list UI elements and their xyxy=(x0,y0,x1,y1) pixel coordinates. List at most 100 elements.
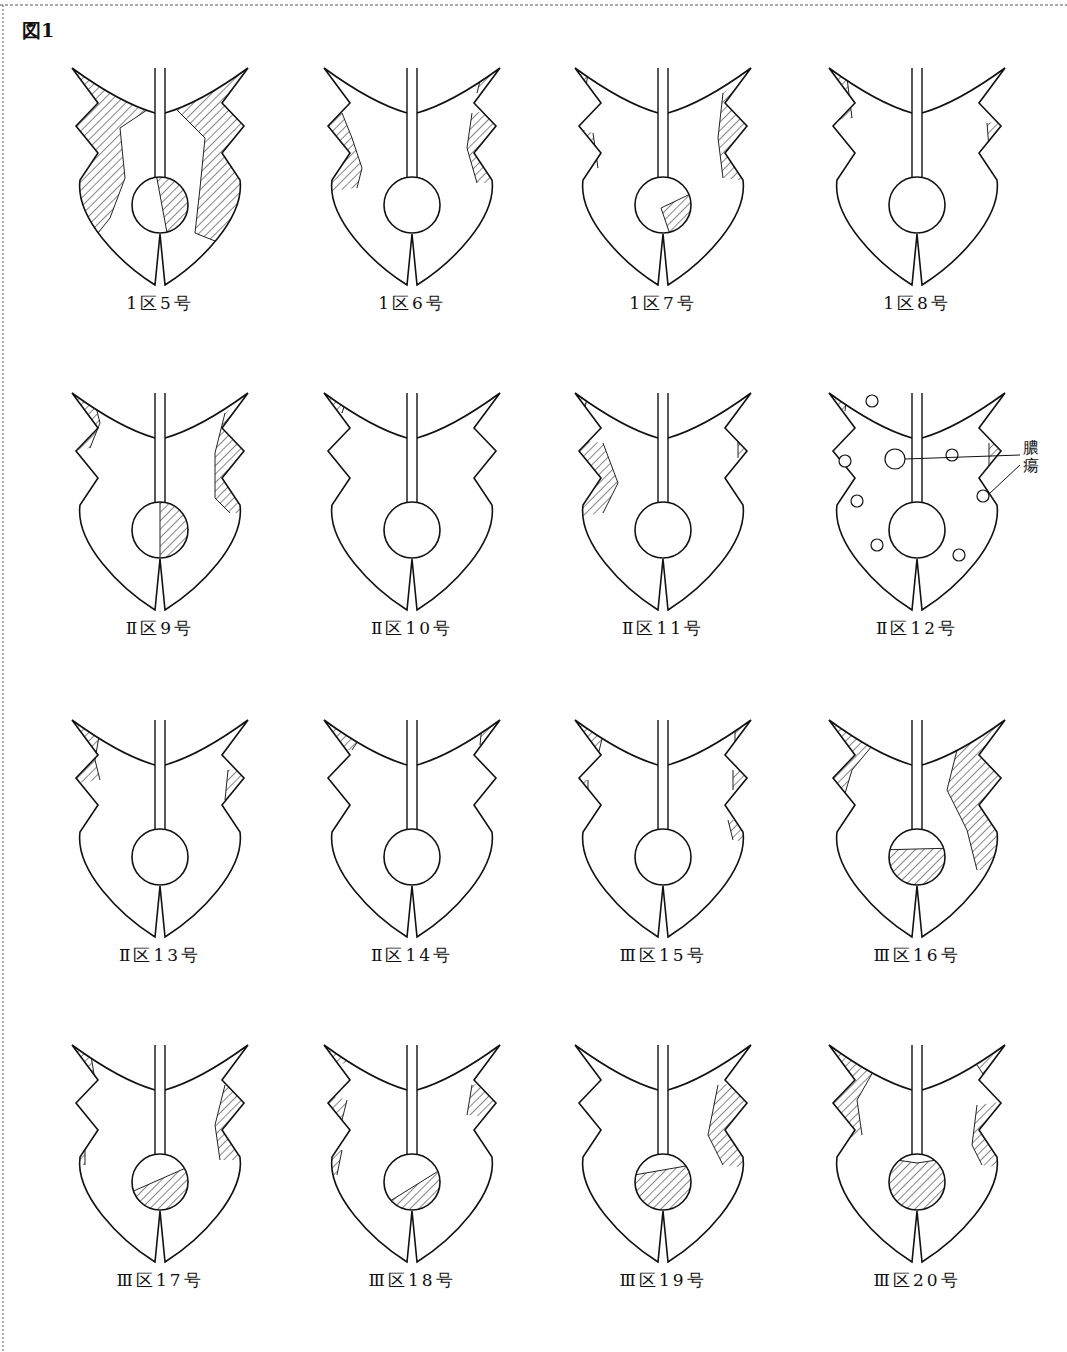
section-caption: 1区8号 xyxy=(847,292,987,315)
stem-channel xyxy=(407,1045,417,1154)
section-caption: 1区5号 xyxy=(90,292,230,315)
section-caption: Ⅱ区13号 xyxy=(90,944,230,967)
hatch-edge xyxy=(337,1150,342,1175)
lesion-area xyxy=(708,1080,763,1170)
stem-channel xyxy=(658,720,668,829)
hatch-edge xyxy=(987,123,989,148)
hatch-region xyxy=(60,1040,95,1085)
leaf-section xyxy=(817,68,1017,285)
center-circle xyxy=(635,829,691,885)
stem-line xyxy=(154,68,155,177)
stem-channel xyxy=(155,1045,165,1154)
stem-channel xyxy=(155,68,165,177)
stem-line xyxy=(416,393,417,502)
hatch-edge xyxy=(718,93,723,178)
stem-line xyxy=(911,393,912,502)
hatch-region xyxy=(661,188,703,243)
hatch-region xyxy=(312,1040,372,1065)
hatch-region xyxy=(623,1163,703,1220)
section-caption: Ⅱ区10号 xyxy=(342,617,482,640)
center-circle xyxy=(889,502,945,558)
section-caption: Ⅲ区20号 xyxy=(847,1269,987,1292)
hatch-edge xyxy=(708,1085,723,1165)
leaf-body xyxy=(829,393,1005,610)
center-circle xyxy=(889,1154,945,1210)
abscess-dot xyxy=(946,449,958,461)
hatch-edge xyxy=(972,1105,982,1165)
center-circle xyxy=(635,502,691,558)
callout-label: 膿瘍 xyxy=(1023,439,1039,474)
hatch-region xyxy=(563,438,618,518)
hatch-edge xyxy=(845,393,847,411)
leaf-section xyxy=(312,63,512,285)
section-caption: 1区7号 xyxy=(593,292,733,315)
stem-line xyxy=(667,1045,668,1154)
stem-line xyxy=(911,720,912,829)
abscess-dot xyxy=(866,395,878,407)
center-circle xyxy=(132,829,188,885)
leaf-section xyxy=(563,715,763,937)
leaf-body xyxy=(324,1045,500,1262)
section-caption: Ⅲ区15号 xyxy=(593,944,733,967)
leaf-section xyxy=(817,1040,1017,1262)
stem-line xyxy=(911,68,912,177)
section-caption: 1区6号 xyxy=(342,292,482,315)
center-circle xyxy=(384,502,440,558)
frame-line xyxy=(3,5,4,1352)
leaf-section xyxy=(563,63,763,285)
leader-line xyxy=(989,465,1020,494)
section-caption: Ⅲ区17号 xyxy=(90,1269,230,1292)
stem-line xyxy=(406,720,407,829)
lesion-area xyxy=(60,63,260,243)
hatch-edge xyxy=(467,1085,472,1115)
hatch-edge xyxy=(733,770,734,790)
leaf-section xyxy=(575,1045,763,1262)
stem-line xyxy=(921,68,922,177)
hatch-region xyxy=(312,715,362,750)
stem-channel xyxy=(912,68,922,177)
center-circle xyxy=(889,502,945,558)
stem-line xyxy=(406,1045,407,1154)
stem-line xyxy=(154,1045,155,1154)
leaf-body xyxy=(575,720,751,937)
stem-channel xyxy=(407,68,417,177)
center-circle xyxy=(132,177,188,233)
stem-line xyxy=(154,720,155,829)
hatch-region xyxy=(215,1080,260,1160)
leaf-outline xyxy=(829,720,1005,937)
stem-line xyxy=(406,68,407,177)
hatch-region xyxy=(225,765,260,805)
stem-line xyxy=(657,1045,658,1154)
hatch-region xyxy=(120,1167,200,1220)
stem-channel xyxy=(912,720,922,829)
hatch-edge xyxy=(947,750,977,870)
stem-line xyxy=(667,68,668,177)
hatch-region xyxy=(817,1040,877,1145)
center-circle xyxy=(889,177,945,233)
center-circle xyxy=(384,829,440,885)
center-circle xyxy=(635,502,691,558)
abscess-dot xyxy=(977,490,989,502)
abscess-dot xyxy=(871,539,883,551)
center-circle xyxy=(889,829,945,885)
leaf-section xyxy=(60,63,260,285)
frame-line xyxy=(0,5,1067,6)
abscess-dot xyxy=(851,495,863,507)
stem-line xyxy=(921,393,922,502)
hatch-region xyxy=(817,388,847,411)
leaf-body xyxy=(324,393,500,610)
center-circle xyxy=(132,502,188,558)
lesion-area xyxy=(817,1040,1017,1170)
leader-line xyxy=(905,455,1020,459)
hatch-edge xyxy=(357,1050,372,1065)
hatch-edge xyxy=(467,113,477,183)
abscess-dot xyxy=(953,549,965,561)
lesion-area xyxy=(563,388,763,518)
hatch-edge xyxy=(735,725,736,750)
hatch-edge xyxy=(342,113,362,188)
center-circle xyxy=(384,177,440,233)
stem-line xyxy=(406,393,407,502)
leaf-outline xyxy=(72,720,248,937)
stem-channel xyxy=(407,720,417,829)
